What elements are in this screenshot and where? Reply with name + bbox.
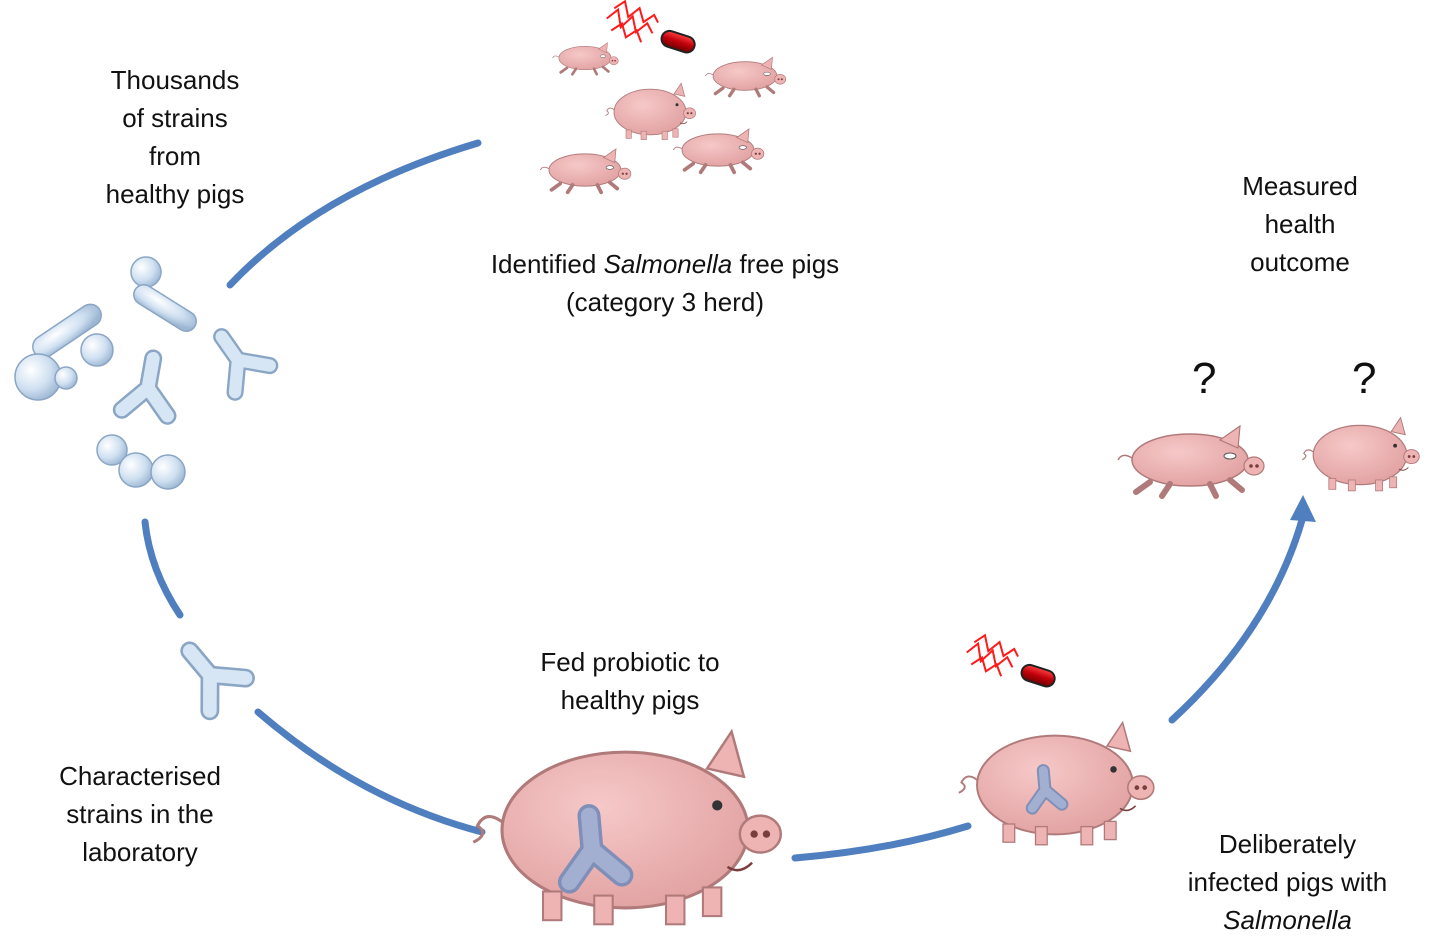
fed-pig xyxy=(473,732,780,925)
pig-icon xyxy=(705,57,785,96)
label-thousands-of-strains: Thousands of strains from healthy pigs xyxy=(70,61,280,213)
bacteria-icon xyxy=(119,453,153,487)
label-characterised-strains: Characterised strains in the laboratory xyxy=(30,757,250,871)
y-shaped-strain-icon xyxy=(205,324,271,393)
pig-icon xyxy=(606,83,696,139)
arrow-bottom-middle xyxy=(795,826,968,858)
question-mark-left: ? xyxy=(1192,357,1216,401)
bacteria-icon xyxy=(151,455,185,489)
measured-pigs xyxy=(1118,418,1419,496)
y-shaped-strain-icon xyxy=(172,635,247,711)
pig-icon xyxy=(673,129,764,172)
label-measured-health-outcome: Measured health outcome xyxy=(1200,167,1400,281)
salmonella-icon xyxy=(963,632,1061,693)
label-fed-probiotic: Fed probiotic to healthy pigs xyxy=(500,643,760,719)
herd-pigs xyxy=(540,0,785,192)
pig-icon xyxy=(1302,418,1419,491)
pig-icon xyxy=(553,43,619,74)
y-shaped-strain-icon xyxy=(122,355,177,418)
arrow-right-up xyxy=(1172,520,1302,720)
infected-pig xyxy=(959,723,1154,845)
bacteria-icon xyxy=(81,334,113,366)
question-mark-right: ? xyxy=(1352,357,1376,401)
salmonella-icon xyxy=(603,0,701,58)
bacteria-cluster xyxy=(15,257,271,489)
label-identified-salmonella-free: Identified Salmonella free pigs (categor… xyxy=(440,245,890,321)
label-deliberately-infected: Deliberately infected pigs with Salmonel… xyxy=(1155,825,1420,939)
pig-icon xyxy=(540,149,631,192)
arrow-bottom-left xyxy=(258,712,482,832)
bacteria-icon xyxy=(15,354,61,400)
arrow-icon xyxy=(1290,495,1316,522)
arrow-left xyxy=(145,522,180,615)
bacteria-icon xyxy=(55,367,77,389)
bacteria-icon xyxy=(130,281,200,335)
bacteria-icon xyxy=(131,257,161,287)
pig-icon xyxy=(1118,426,1264,496)
